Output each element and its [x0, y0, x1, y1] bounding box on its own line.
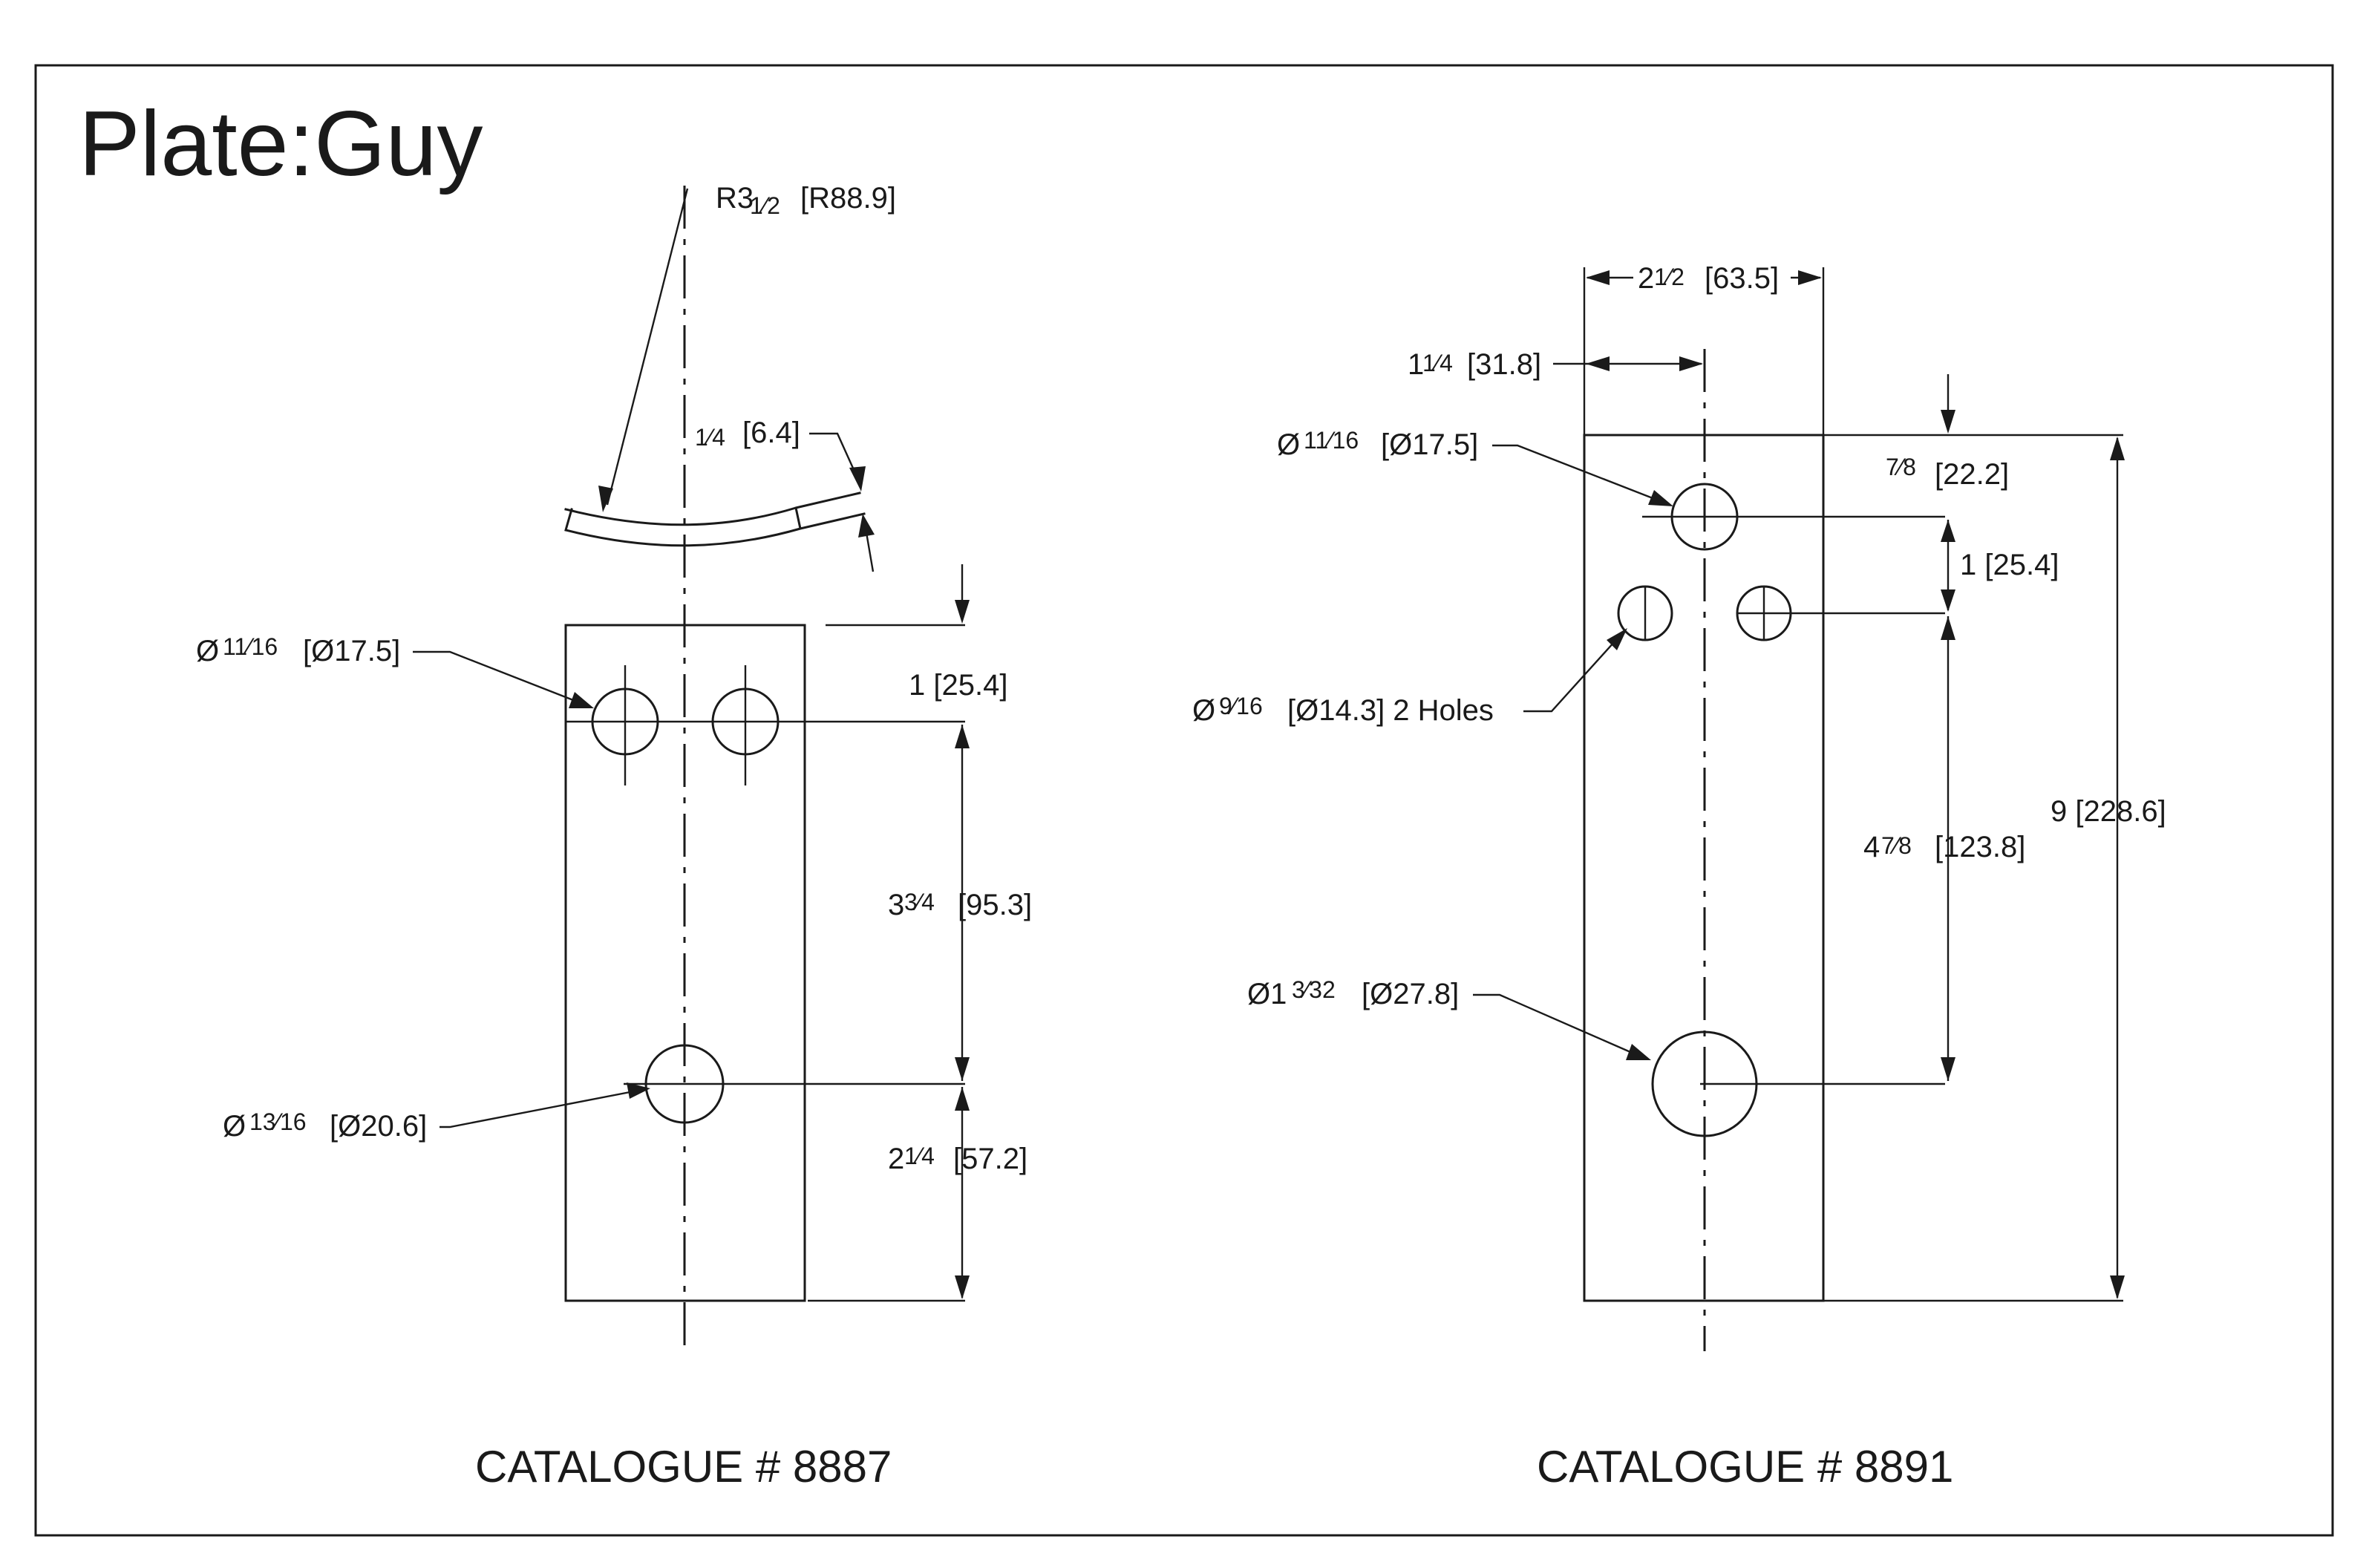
dim-hole-to-bottom-arrow-top — [955, 1087, 970, 1111]
svg-text:3⁄32: 3⁄32 — [1292, 976, 1336, 1003]
bottom-hole-label-8891: Ø1 3⁄32 [Ø27.8] — [1247, 976, 1459, 1010]
svg-text:1⁄4: 1⁄4 — [1422, 350, 1453, 376]
dim-hole-spacing-arrow-top-8891 — [1941, 616, 1955, 640]
svg-text:1⁄2: 1⁄2 — [750, 192, 780, 219]
svg-text:7⁄8: 7⁄8 — [1886, 454, 1916, 480]
bottom-hole-label: Ø 13⁄16 [Ø20.6] — [223, 1108, 427, 1143]
svg-text:[31.8]: [31.8] — [1467, 348, 1541, 381]
top-holes-label: Ø 11⁄16 [Ø17.5] — [196, 633, 400, 667]
top-hole-arrowhead-8891 — [1648, 490, 1673, 506]
svg-text:[22.2]: [22.2] — [1935, 458, 2009, 491]
svg-text:[Ø14.3] 2 Holes: [Ø14.3] 2 Holes — [1287, 694, 1494, 727]
svg-text:1: 1 — [1408, 348, 1424, 381]
svg-text:[Ø17.5]: [Ø17.5] — [303, 635, 400, 667]
dim-hole-to-bottom-8887: 2 1⁄4 [57.2] — [888, 1143, 1027, 1175]
svg-text:[Ø20.6]: [Ø20.6] — [330, 1110, 427, 1143]
svg-text:1⁄4: 1⁄4 — [904, 1143, 935, 1169]
dim-total-length-arrow-bottom — [2110, 1275, 2125, 1299]
plate-outline-8891 — [1583, 434, 1825, 1302]
svg-text:7⁄8: 7⁄8 — [1881, 832, 1912, 859]
svg-text:9⁄16: 9⁄16 — [1219, 693, 1263, 719]
svg-text:3⁄4: 3⁄4 — [904, 889, 935, 915]
plate-outline-8887 — [564, 624, 806, 1302]
bottom-hole-arrowhead — [627, 1082, 650, 1099]
dim-hole-to-bottom-arrow-bottom — [955, 1275, 970, 1299]
dim-hole-spacing-arrow-bottom — [955, 1057, 970, 1081]
thickness-arrow-bottom — [858, 514, 875, 538]
top-holes-leader — [413, 650, 587, 707]
svg-text:R3: R3 — [716, 182, 754, 215]
top-hole-leader-8891 — [1492, 444, 1667, 505]
svg-text:[Ø27.8]: [Ø27.8] — [1362, 978, 1459, 1010]
dim-half-width-8891: 1 1⁄4 [31.8] — [1408, 348, 1541, 381]
svg-text:1⁄2: 1⁄2 — [1654, 264, 1685, 290]
svg-text:[57.2]: [57.2] — [953, 1143, 1027, 1175]
side-holes-label-8891: Ø 9⁄16 [Ø14.3] 2 Holes — [1192, 693, 1494, 727]
radius-leader — [606, 188, 689, 506]
thickness-leader — [809, 432, 860, 480]
dim-hole-offset-arrow-top — [1941, 520, 1955, 542]
dim-half-width-arrow-right — [1679, 356, 1703, 371]
dim-top-to-hole-arrowhead — [1941, 410, 1955, 434]
svg-text:Ø: Ø — [1192, 694, 1215, 727]
dim-total-length-8891: 9 [228.6] — [2051, 795, 2166, 828]
svg-text:4: 4 — [1863, 831, 1880, 863]
sheet-border — [34, 64, 2334, 1537]
dim-top-to-hole-8891: 7⁄8 [22.2] — [1886, 454, 2009, 491]
svg-text:Ø: Ø — [223, 1110, 246, 1143]
catalogue-8891: CATALOGUE # 8891 — [1537, 1442, 1953, 1492]
dim-width-arrow-right — [1798, 270, 1822, 285]
page-title: Plate:Guy — [79, 93, 483, 195]
dim-half-width-arrow-left — [1586, 356, 1610, 371]
side-holes-arrowhead-8891 — [1607, 628, 1627, 650]
dim-hole-offset-arrow-bottom — [1941, 589, 1955, 612]
drawing-8887: R3 1⁄2 [R88.9] 1⁄4 [6.4] Ø 11⁄16 [Ø17.5] — [196, 182, 1032, 1492]
bottom-hole-arrowhead-8891 — [1626, 1044, 1651, 1060]
svg-text:[63.5]: [63.5] — [1705, 262, 1779, 295]
radius-label: R3 1⁄2 [R88.9] — [716, 182, 896, 219]
dim-top-arrowhead — [955, 600, 970, 624]
svg-text:Ø: Ø — [196, 635, 219, 667]
svg-text:11⁄16: 11⁄16 — [1304, 427, 1359, 454]
dim-hole-spacing-arrow-top — [955, 725, 970, 748]
svg-text:13⁄16: 13⁄16 — [249, 1108, 307, 1135]
svg-text:Ø: Ø — [1277, 428, 1300, 461]
catalogue-8887: CATALOGUE # 8887 — [475, 1442, 892, 1492]
dim-hole-spacing-arrow-bottom-8891 — [1941, 1057, 1955, 1081]
svg-text:[6.4]: [6.4] — [742, 416, 800, 449]
thickness-label: 1⁄4 [6.4] — [695, 416, 800, 451]
svg-text:1⁄4: 1⁄4 — [695, 424, 725, 451]
top-hole-label-8891: Ø 11⁄16 [Ø17.5] — [1277, 427, 1478, 461]
svg-text:Ø1: Ø1 — [1247, 978, 1287, 1010]
dim-total-length-arrow-top — [2110, 437, 2125, 460]
radius-arrowhead — [598, 486, 613, 512]
svg-text:[Ø17.5]: [Ø17.5] — [1381, 428, 1478, 461]
drawing-8891: 2 1⁄2 [63.5] 1 1⁄4 [31.8] Ø 11⁄16 [Ø17.5… — [1192, 262, 2166, 1492]
bottom-hole-leader-8891 — [1473, 993, 1643, 1059]
dim-hole-spacing-8887: 3 3⁄4 [95.3] — [888, 889, 1032, 921]
svg-text:[95.3]: [95.3] — [958, 889, 1032, 921]
svg-text:3: 3 — [888, 889, 904, 921]
dim-width-arrow-left — [1586, 270, 1610, 285]
svg-text:2: 2 — [888, 1143, 904, 1175]
dim-width-8891: 2 1⁄2 [63.5] — [1638, 262, 1779, 295]
svg-text:11⁄16: 11⁄16 — [223, 633, 278, 660]
svg-text:[R88.9]: [R88.9] — [800, 182, 896, 215]
svg-text:[123.8]: [123.8] — [1935, 831, 2025, 863]
dim-hole-spacing-8891: 4 7⁄8 [123.8] — [1863, 831, 2025, 863]
side-holes-leader-8891 — [1523, 633, 1622, 713]
dim-top-to-holes-8887: 1 [25.4] — [909, 669, 1007, 702]
dim-hole-offset-8891: 1 [25.4] — [1960, 549, 2059, 581]
curved-plate-profile — [564, 491, 866, 547]
thickness-arrow-top — [849, 466, 866, 491]
svg-text:2: 2 — [1638, 262, 1654, 295]
top-holes-arrowhead — [569, 692, 594, 708]
bottom-hole-leader — [440, 1088, 642, 1128]
